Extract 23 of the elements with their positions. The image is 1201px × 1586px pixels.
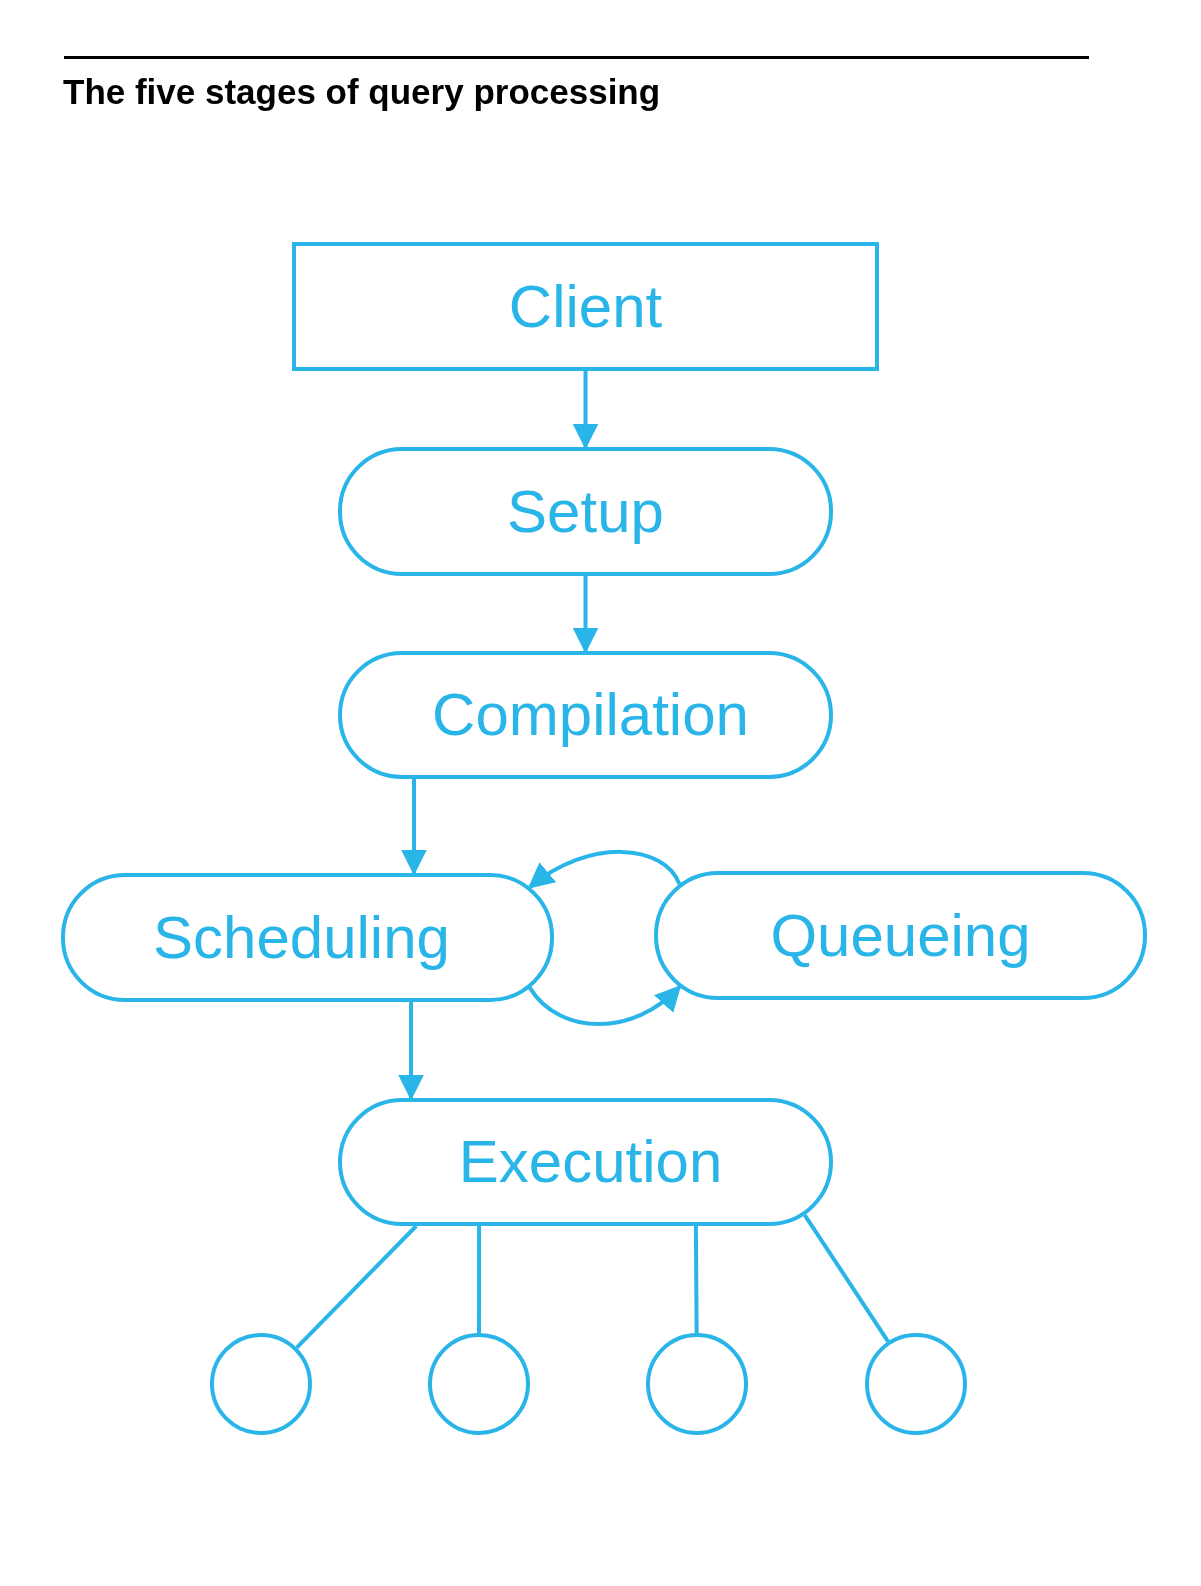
stage-label: Queueing — [770, 905, 1031, 966]
arrow — [527, 849, 682, 889]
stage-pill — [338, 651, 833, 779]
connector-line — [693, 1226, 699, 1333]
arrow — [398, 1002, 425, 1101]
stage-pill — [338, 1098, 833, 1226]
stage-label: Client — [508, 276, 663, 337]
stage-pill — [338, 447, 833, 576]
arrow — [528, 985, 682, 1027]
connector-line — [295, 1224, 418, 1350]
title: The five stages of query processing — [63, 71, 661, 113]
connector-line — [477, 1226, 482, 1333]
arrow — [572, 576, 599, 654]
stage-pill — [654, 871, 1147, 1000]
arrow — [572, 371, 599, 450]
stage-pill — [61, 873, 554, 1002]
stage-label: Scheduling — [153, 907, 450, 968]
stage-label: Compilation — [432, 685, 749, 745]
connector-line — [803, 1213, 890, 1343]
stage-label: Execution — [458, 1132, 723, 1192]
process-box — [292, 242, 879, 371]
stage-label: Setup — [507, 481, 664, 542]
arrow — [401, 779, 427, 876]
